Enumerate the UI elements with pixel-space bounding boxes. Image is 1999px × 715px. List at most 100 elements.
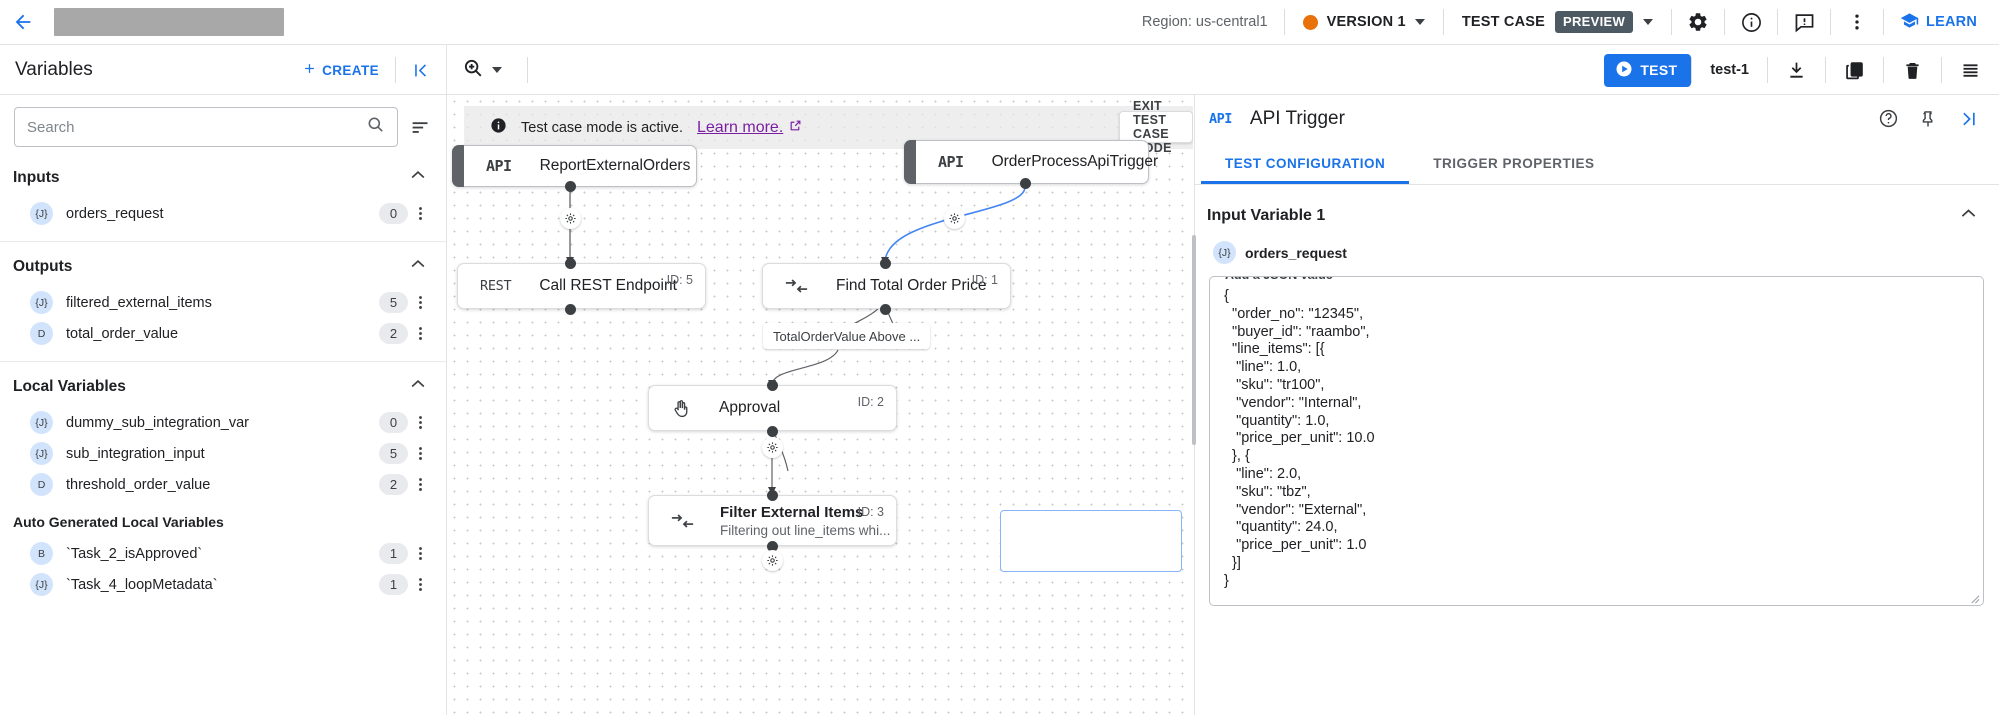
more-vert-icon[interactable] [408,205,432,222]
help-icon[interactable] [1871,102,1905,136]
node-output-port[interactable] [565,181,576,192]
node-filter-external-items[interactable]: Filter External Items Filtering out line… [648,495,897,546]
more-vert-icon[interactable] [408,294,432,311]
test-case-selector[interactable]: TEST CASE PREVIEW [1444,11,1671,33]
delete-icon[interactable] [1884,45,1941,95]
node-find-total-order-price[interactable]: Find Total Order Price ID: 1 [762,263,1011,309]
gear-icon[interactable] [762,550,783,571]
divider [1691,57,1693,83]
arrow-back-icon[interactable] [0,0,46,45]
copy-icon[interactable] [1826,45,1883,95]
download-icon[interactable] [1768,45,1825,95]
plus-icon [302,61,317,79]
version-selector[interactable]: VERSION 1 [1285,14,1443,30]
list-item[interactable]: {J} orders_request 0 [0,198,446,229]
json-value-text[interactable]: { "order_no": "12345", "buyer_id": "raam… [1224,288,1375,589]
node-order-process-api-trigger[interactable]: API OrderProcessApiTrigger [904,140,1158,184]
variable-count: 0 [379,203,408,224]
node-input-port[interactable] [880,258,891,269]
variable-name: orders_request [1245,244,1347,261]
feedback-icon[interactable] [1778,0,1830,45]
node-output-port[interactable] [1020,178,1031,189]
variable-type-badge: {J} [30,411,53,434]
tab-test-configuration[interactable]: TEST CONFIGURATION [1201,142,1409,184]
chevron-down-icon [1643,19,1654,25]
more-vert-icon[interactable] [408,476,432,493]
collapse-left-icon[interactable] [396,61,446,80]
variable-type-badge: {J} [30,291,53,314]
section-header-auto-generated: Auto Generated Local Variables [0,500,446,538]
section-title: Input Variable 1 [1207,207,1326,224]
divider [1883,9,1885,35]
node-output-port[interactable] [767,541,778,552]
search-icon [366,115,385,139]
variable-type-badge: B [30,542,53,565]
gear-icon[interactable] [762,437,783,458]
resize-handle-icon[interactable] [1969,591,1980,604]
node-input-port[interactable] [767,380,778,391]
redacted-title [54,8,284,36]
list-item[interactable]: {J} dummy_sub_integration_var 0 [0,407,446,438]
gear-icon[interactable] [560,208,581,229]
more-vert-icon[interactable] [408,414,432,431]
chevron-up-icon[interactable] [408,374,428,399]
flow-canvas[interactable]: Test case mode is active. Learn more. EX… [448,95,1193,715]
variable-type-badge: D [30,473,53,496]
info-icon[interactable] [1725,0,1777,45]
list-item[interactable]: B `Task_2_isApproved` 1 [0,538,446,569]
node-output-port[interactable] [565,304,576,315]
list-item[interactable]: {J} `Task_4_loopMetadata` 1 [0,569,446,600]
json-value-field[interactable]: Add a JSON value * { "order_no": "12345"… [1209,276,1984,606]
top-bar-right: Region: us-central1 VERSION 1 TEST CASE … [1126,0,1999,45]
list-item[interactable]: D threshold_order_value 2 [0,469,446,500]
list-item[interactable]: D total_order_value 2 [0,318,446,349]
edge-condition-label[interactable]: TotalOrderValue Above ... [763,323,931,349]
chevron-up-icon[interactable] [408,165,428,190]
chevron-down-icon [1414,19,1425,25]
chevron-up-icon[interactable] [1958,203,1979,229]
divider [1442,9,1444,35]
more-vert-icon[interactable] [408,545,432,562]
collapse-right-icon[interactable] [1951,102,1985,136]
input-variable-row: {J} orders_request [1207,239,1985,264]
external-link-icon[interactable] [789,119,802,137]
section-header-outputs: Outputs [0,246,446,287]
exit-test-case-mode-button[interactable]: EXIT TEST CASE MODE [1119,99,1193,155]
list-item[interactable]: {J} sub_integration_input 5 [0,438,446,469]
search-input[interactable] [27,118,358,136]
panel-scrollbar[interactable] [1192,235,1196,445]
list-icon[interactable] [1942,45,1999,95]
pin-icon[interactable] [1911,102,1945,136]
selection-rectangle[interactable] [1000,510,1182,572]
gear-icon[interactable] [944,208,965,229]
more-vert-icon[interactable] [408,445,432,462]
variable-type-badge: {J} [30,442,53,465]
variable-name: sub_integration_input [66,445,205,462]
more-vert-icon[interactable] [1831,0,1883,45]
node-call-rest-endpoint[interactable]: REST Call REST Endpoint ID: 5 [457,263,706,309]
node-approval[interactable]: Approval ID: 2 [648,385,897,431]
node-output-port[interactable] [880,304,891,315]
node-input-port[interactable] [565,258,576,269]
node-input-port[interactable] [767,490,778,501]
node-output-port[interactable] [767,426,778,437]
sort-icon[interactable] [408,117,432,138]
test-case-name[interactable]: test-1 [1710,62,1749,78]
learn-button[interactable]: LEARN [1884,11,1999,34]
gear-icon[interactable] [1672,0,1724,45]
create-variable-button[interactable]: CREATE [302,61,395,79]
node-report-external-orders[interactable]: API ReportExternalOrders [452,145,697,187]
node-id-label: ID: 1 [971,273,998,287]
tab-trigger-properties[interactable]: TRIGGER PROPERTIES [1433,155,1595,171]
panel-tabs: TEST CONFIGURATION TRIGGER PROPERTIES [1195,142,1999,185]
search-box[interactable] [14,107,398,147]
page-title: Variables [15,59,93,80]
more-vert-icon[interactable] [408,576,432,593]
chevron-up-icon[interactable] [408,254,428,279]
more-vert-icon[interactable] [408,325,432,342]
list-item[interactable]: {J} filtered_external_items 5 [0,287,446,318]
test-button[interactable]: TEST [1604,53,1692,87]
learn-more-link[interactable]: Learn more. [697,118,784,136]
zoom-control[interactable] [462,45,518,95]
